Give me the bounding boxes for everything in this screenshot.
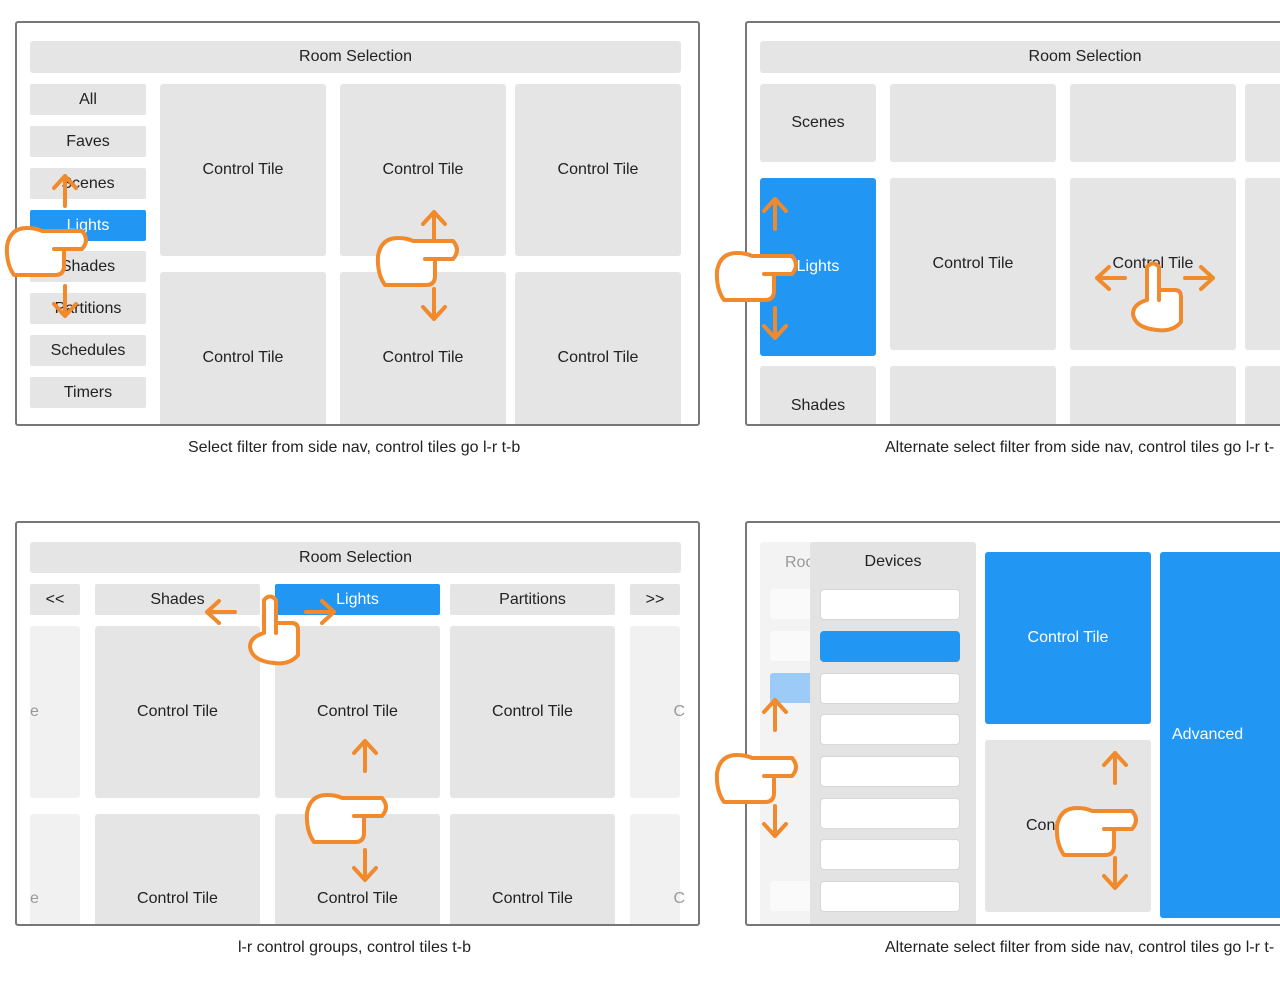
nav-item-lights[interactable]: Lights [30, 210, 146, 241]
control-tile[interactable]: Control Tile [160, 84, 326, 256]
control-tile[interactable]: Control Tile [450, 814, 615, 924]
control-tile[interactable]: Control Tile [450, 626, 615, 798]
control-tile-primary[interactable]: Control Tile [985, 552, 1151, 724]
control-tile[interactable]: Control Tile [95, 626, 260, 798]
control-tile-empty[interactable] [1245, 84, 1280, 162]
device-row[interactable] [820, 673, 960, 704]
panel-alternate-side-nav: Room Selection Scenes Lights Shades Cont… [745, 21, 1280, 426]
background-row [770, 631, 815, 661]
nav-item-schedules[interactable]: Schedules [30, 335, 146, 366]
device-row[interactable] [820, 756, 960, 787]
nav-item-shades[interactable]: Shades [30, 251, 146, 282]
room-selection-header[interactable]: Room Selection [760, 41, 1280, 73]
group-tab-partitions[interactable]: Partitions [450, 584, 615, 615]
panel-devices-drawer: Roo Devices Control Tile Control Tile Ad… [745, 521, 1280, 926]
offscreen-tile-label: e [30, 890, 39, 907]
control-tile[interactable]: Control Tile [515, 84, 681, 256]
next-group-button[interactable]: >> [630, 584, 680, 615]
control-tile-label: Control Tile [137, 890, 218, 907]
offscreen-tile-label: C [673, 890, 685, 907]
background-row-selected [770, 673, 815, 703]
device-row[interactable] [820, 798, 960, 829]
nav-item-partitions[interactable]: Partitions [30, 293, 146, 324]
control-tile-offscreen[interactable]: e [30, 814, 80, 924]
control-tile-offscreen[interactable]: C [630, 626, 685, 798]
room-selection-header[interactable]: Room Selection [30, 41, 681, 73]
control-tile-secondary[interactable]: Control Tile [985, 740, 1151, 912]
control-tile[interactable]: Control Tile [160, 272, 326, 424]
caption-panel-4: Alternate select filter from side nav, c… [885, 939, 1275, 956]
control-tile[interactable]: Control Tile [95, 814, 260, 924]
background-row [770, 589, 815, 619]
prev-group-button[interactable]: << [30, 584, 80, 615]
control-tile[interactable]: Control Tile [515, 272, 681, 424]
control-tile-empty[interactable] [1070, 84, 1236, 162]
device-row[interactable] [820, 839, 960, 870]
offscreen-tile-label: C [673, 703, 685, 720]
control-tile[interactable]: Control Tile [275, 814, 440, 924]
panel-lr-control-groups: Room Selection << Shades Lights Partitio… [15, 521, 700, 926]
nav-item-scenes[interactable]: Scenes [30, 168, 146, 199]
control-tile-empty[interactable] [1070, 366, 1236, 424]
control-tile-offscreen[interactable]: C [630, 814, 685, 924]
nav-item-timers[interactable]: Timers [30, 377, 146, 408]
control-tile-empty[interactable] [890, 84, 1056, 162]
advanced-tile[interactable]: Advanced [1160, 552, 1280, 918]
device-row[interactable] [820, 589, 960, 620]
control-tile[interactable]: Control Tile [340, 84, 506, 256]
control-tile-empty[interactable] [1245, 178, 1280, 350]
group-tab-shades[interactable]: Shades [95, 584, 260, 615]
caption-panel-2: Alternate select filter from side nav, c… [885, 439, 1275, 456]
nav-item-shades[interactable]: Shades [760, 366, 876, 424]
control-tile-offscreen[interactable]: e [30, 626, 80, 798]
control-tile[interactable]: Control Tile [340, 272, 506, 424]
caption-panel-3: l-r control groups, control tiles t-b [238, 939, 471, 956]
device-row-selected[interactable] [820, 631, 960, 662]
panel-side-nav-grid: Room Selection All Faves Scenes Lights S… [15, 21, 700, 426]
caption-panel-1: Select filter from side nav, control til… [188, 439, 521, 456]
background-row [770, 881, 815, 911]
control-tile[interactable]: Control Tile [275, 626, 440, 798]
offscreen-tile-label: e [30, 703, 39, 720]
control-tile-empty[interactable] [890, 366, 1056, 424]
control-tile[interactable]: Control Tile [890, 178, 1056, 350]
control-tile-label: Control Tile [1026, 817, 1107, 834]
control-tile-empty[interactable] [1245, 366, 1280, 424]
room-selection-header[interactable]: Room Selection [30, 542, 681, 573]
control-tile-label: Control Tile [492, 890, 573, 907]
device-row[interactable] [820, 714, 960, 745]
nav-item-scenes[interactable]: Scenes [760, 84, 876, 162]
device-row[interactable] [820, 881, 960, 912]
nav-item-all[interactable]: All [30, 84, 146, 115]
nav-item-faves[interactable]: Faves [30, 126, 146, 157]
nav-item-lights[interactable]: Lights [760, 178, 876, 356]
control-tile[interactable]: Control Tile [1070, 178, 1236, 350]
devices-title: Devices [864, 553, 922, 570]
control-tile-label: Control Tile [317, 890, 398, 907]
room-selection-peek: Roo [785, 554, 815, 571]
group-tab-lights[interactable]: Lights [275, 584, 440, 615]
